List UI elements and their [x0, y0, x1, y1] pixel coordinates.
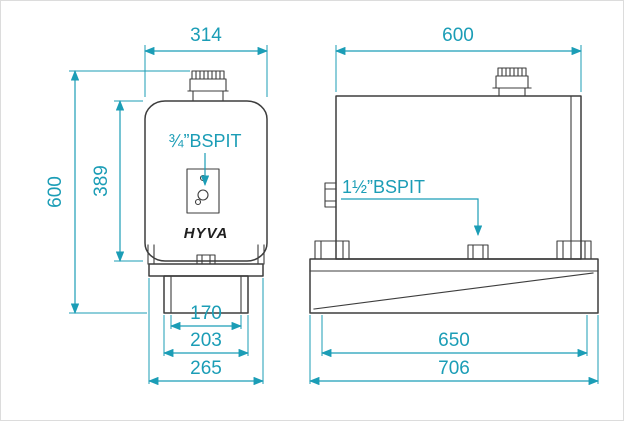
dim-text-length: 600 [442, 25, 474, 46]
brand-logo: HYVA [184, 225, 229, 242]
bracket-channel-lines [170, 275, 242, 314]
base-frame-details [309, 270, 599, 310]
plate-hole-small [194, 198, 202, 206]
dim-text-bracket-width: 203 [190, 330, 222, 351]
side-port-leader-arrow [341, 198, 483, 237]
strap-clamp [196, 254, 216, 265]
side-port-label: 1½”BSPIT [342, 177, 425, 197]
dim-text-inner-length: 650 [438, 330, 470, 351]
side-port-boss [324, 182, 337, 208]
front-dimensions: 314 600 389 170 203 265 ¾”BSPIT [45, 25, 269, 386]
filler-cap-side [492, 67, 532, 97]
dim-text-body-height: 389 [91, 165, 112, 197]
drain-fitting [467, 244, 489, 260]
side-dimensions: 600 650 706 1½”BSPIT [308, 25, 600, 386]
pump-mounting-plate [186, 168, 220, 214]
mount-bracket-left [314, 240, 350, 260]
plate-hole-center [197, 189, 209, 201]
dim-text-flange-width: 265 [190, 358, 222, 379]
tank-body-front [144, 100, 268, 262]
front-view: HYVA [144, 70, 268, 314]
ext-lines-600h [69, 70, 190, 314]
mount-bracket-right [556, 240, 592, 260]
strap-lines-front [147, 244, 265, 265]
ext-lines-706 [309, 315, 599, 384]
ext-lines-600w [335, 45, 582, 92]
dim-text-width-front: 314 [190, 25, 222, 46]
filler-cap-front [187, 70, 229, 102]
dim-text-overall-height: 600 [45, 176, 66, 208]
ext-lines-389 [114, 100, 143, 262]
base-bracket-front [163, 275, 249, 314]
ext-lines-265 [148, 278, 264, 384]
top-port-label: ¾”BSPIT [168, 131, 241, 151]
dim-text-channel-width: 170 [190, 303, 222, 324]
base-frame-side [309, 258, 599, 314]
base-flange-front [148, 263, 264, 277]
side-view [309, 67, 599, 314]
dim-text-overall-length: 706 [438, 358, 470, 379]
